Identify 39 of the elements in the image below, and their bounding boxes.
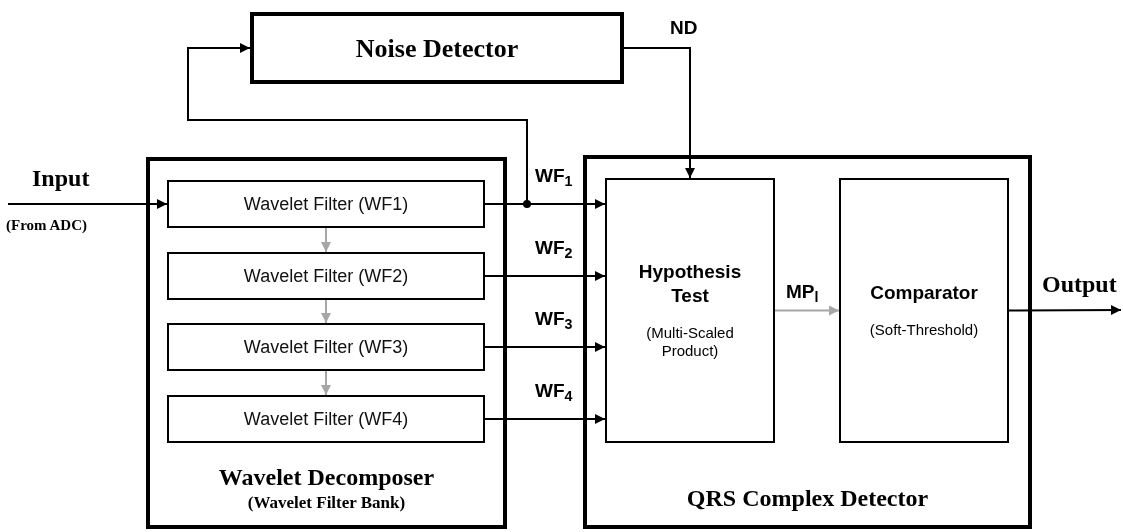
group-box [146,157,507,529]
noise-detector-box [250,12,624,84]
arrow [7,199,168,209]
filter-box [167,252,485,300]
box-label: Wavelet Filter (WF1) [243,192,409,216]
arrow [774,305,840,316]
block-note: (Soft-Threshold) [869,321,979,340]
arrow [187,43,528,205]
group-title: Wavelet Decomposer [218,462,435,492]
arrow [321,227,331,253]
process-box [605,178,775,443]
box-label: Wavelet Filter (WF2) [243,264,409,288]
group-subtitle: (Wavelet Filter Bank) [247,491,406,513]
filter-box [167,395,485,443]
box-label: Wavelet Filter (WF3) [243,335,409,359]
box-title: Noise Detector [355,32,519,65]
edge-label: MP$_{l}$ [784,282,821,301]
signal-note: (From ADC) [6,216,87,235]
arrow [484,414,606,424]
edge-label: WF$_{4}$ [533,381,575,400]
block-note: (Multi-Scaled Product) [645,323,735,361]
edge-label: WF$_{3}$ [533,309,575,328]
arrow [1008,305,1122,316]
process-box [839,178,1009,443]
arrow [321,299,331,324]
arrow [484,271,606,281]
block-title: Hypothesis Test [637,260,743,308]
group-title: QRS Complex Detector [686,484,929,513]
filter-box [167,323,485,371]
arrow [623,47,695,179]
edge-label: WF$_{2}$ [533,238,575,257]
arrow [484,342,606,352]
box-label: Wavelet Filter (WF4) [243,407,409,431]
group-box [583,155,1032,529]
block-title: Comparator [870,281,978,305]
filter-box [167,180,485,228]
arrow [321,370,331,396]
edge-label: ND [668,18,700,37]
edge-label: WF$_{1}$ [533,166,575,185]
